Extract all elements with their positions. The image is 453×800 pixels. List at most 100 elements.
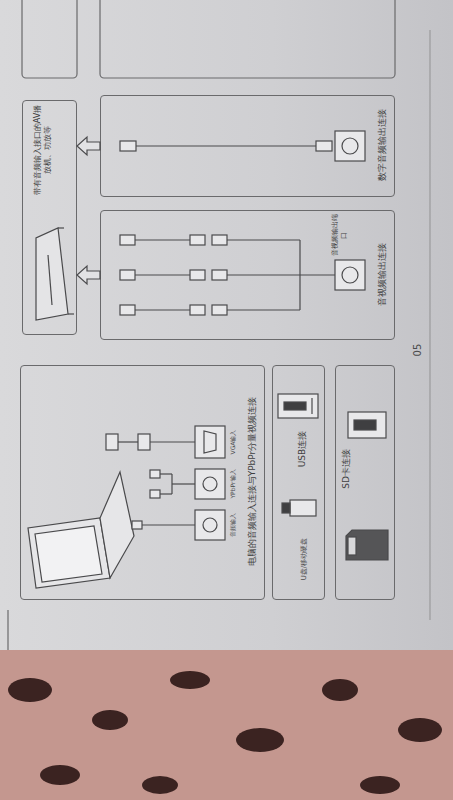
cropped-box <box>7 610 8 650</box>
connection-box: 带有音频输入接口的AV播放机、功放等 <box>22 100 77 335</box>
rca-plug <box>190 305 205 315</box>
box-title: 电脑的音频输入连接与YPbPr分量视频连接 <box>247 369 258 594</box>
port-label: 音视频输出端口 <box>331 213 349 257</box>
cable <box>227 274 300 275</box>
sd-body <box>346 530 388 560</box>
hollow-arrow <box>77 137 100 155</box>
rca-plug <box>120 270 135 280</box>
box-title: USB连接 <box>297 417 308 481</box>
disc-slot <box>48 255 52 305</box>
vga-plug <box>106 434 118 450</box>
laptop-display <box>35 526 102 582</box>
optical-plug <box>316 141 332 151</box>
av-player <box>36 228 74 320</box>
port-label: VGA输入 <box>229 420 236 464</box>
spot <box>92 710 128 730</box>
port-label: U盘/移动硬盘 <box>300 520 308 598</box>
usb-port-icon <box>278 394 318 418</box>
rca-plug <box>120 235 135 245</box>
rca-plugs <box>120 235 227 315</box>
ypbpr-jack <box>195 469 225 499</box>
spot <box>170 671 210 689</box>
audio-cable <box>140 524 195 525</box>
rca-plug <box>212 305 227 315</box>
connection-box: 数字音频输出连接 <box>100 95 395 197</box>
port-label: 音频输入 <box>229 503 236 547</box>
box-title: 音视频输出连接 <box>377 214 388 334</box>
box-title: 带有音频输入接口的AV播放机、功放等 <box>33 104 53 196</box>
rca-plug <box>150 470 160 478</box>
cable <box>135 274 190 275</box>
audio-cable <box>160 493 172 494</box>
cropped-box <box>22 0 77 78</box>
av-jack <box>335 260 365 290</box>
illustrations <box>0 0 453 650</box>
spot <box>360 776 400 794</box>
rca-plug <box>212 235 227 245</box>
usb-stick <box>282 500 316 516</box>
spot <box>398 718 442 742</box>
usb-cap <box>282 503 290 513</box>
jack-hole <box>342 138 358 154</box>
audio-cable <box>160 473 172 474</box>
usb-slot <box>284 402 306 410</box>
audio-cable <box>171 474 172 494</box>
rca-plug <box>190 235 205 245</box>
player-foot <box>58 227 64 228</box>
laptop-screen <box>28 518 110 588</box>
spot <box>236 728 284 752</box>
manual-page: 电脑的音频输入连接与YPbPr分量视频连接 USB连接 SD卡连接 带有音频输入接口的… <box>0 0 453 650</box>
port-label: YPbPr输入 <box>229 462 236 506</box>
spot <box>40 765 80 785</box>
connection-box: USB连接 <box>272 365 325 600</box>
av-cable <box>120 235 365 315</box>
laptop-base <box>100 472 134 578</box>
sd-card <box>346 530 388 560</box>
vga-jack <box>195 426 225 458</box>
optical-cable <box>120 131 365 161</box>
spot <box>8 678 52 702</box>
cable <box>227 309 300 310</box>
cable <box>227 239 300 240</box>
jack-hole <box>342 267 358 283</box>
spot <box>322 679 358 701</box>
cable <box>135 239 190 240</box>
sd-label <box>348 537 356 555</box>
page-number: 05 <box>412 335 424 365</box>
jack-hole <box>203 518 217 532</box>
fabric-spots <box>8 671 442 794</box>
player-body <box>36 228 68 320</box>
cable <box>136 145 316 146</box>
rca-plug <box>120 305 135 315</box>
audio-jack <box>195 510 225 540</box>
cable <box>135 309 190 310</box>
cropped-box <box>100 0 395 78</box>
sd-slot-icon <box>348 412 386 438</box>
jack-hole <box>203 477 217 491</box>
audio-plug <box>132 521 142 529</box>
page-rule <box>429 30 430 620</box>
rca-plug <box>150 490 160 498</box>
vga-plug <box>138 434 150 450</box>
player-foot <box>68 313 74 314</box>
optical-jack <box>335 131 365 161</box>
box-title: SD卡连接 <box>341 437 352 501</box>
connection-box: SD卡连接 <box>335 365 395 600</box>
audio-cable <box>172 483 195 484</box>
box-title: 数字音频输出连接 <box>377 99 388 191</box>
connection-box: 音视频输出连接 音视频输出端口 <box>100 210 395 340</box>
spot <box>142 776 178 794</box>
vga-cable <box>150 441 195 442</box>
computer-cables <box>106 434 195 529</box>
usb-symbol <box>311 398 312 414</box>
jack-panel <box>195 426 225 540</box>
usb-body <box>290 500 316 516</box>
sd-slot-hole <box>354 420 376 430</box>
vga-port <box>204 431 216 453</box>
usb-port <box>278 394 318 418</box>
optical-plug <box>120 141 136 151</box>
cable <box>300 274 335 275</box>
hollow-arrow <box>77 266 100 284</box>
vga-cable <box>118 441 138 442</box>
connection-box: 电脑的音频输入连接与YPbPr分量视频连接 <box>20 365 265 600</box>
